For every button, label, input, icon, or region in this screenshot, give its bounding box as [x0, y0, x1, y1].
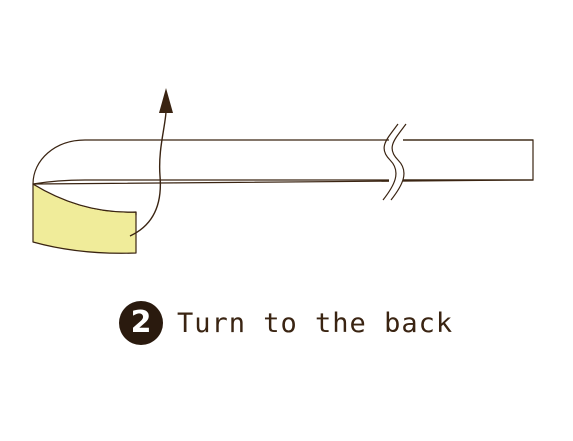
arrow-up-curved-icon	[129, 88, 173, 237]
step-number-badge: 2	[119, 301, 163, 345]
break-mark-icon	[382, 123, 407, 201]
step-number: 2	[130, 305, 152, 340]
strip-front-side	[32, 139, 534, 216]
step-instruction-text: Turn to the back	[177, 307, 454, 339]
strip-right-end	[403, 139, 534, 181]
step-caption: 2 Turn to the back	[119, 300, 453, 346]
